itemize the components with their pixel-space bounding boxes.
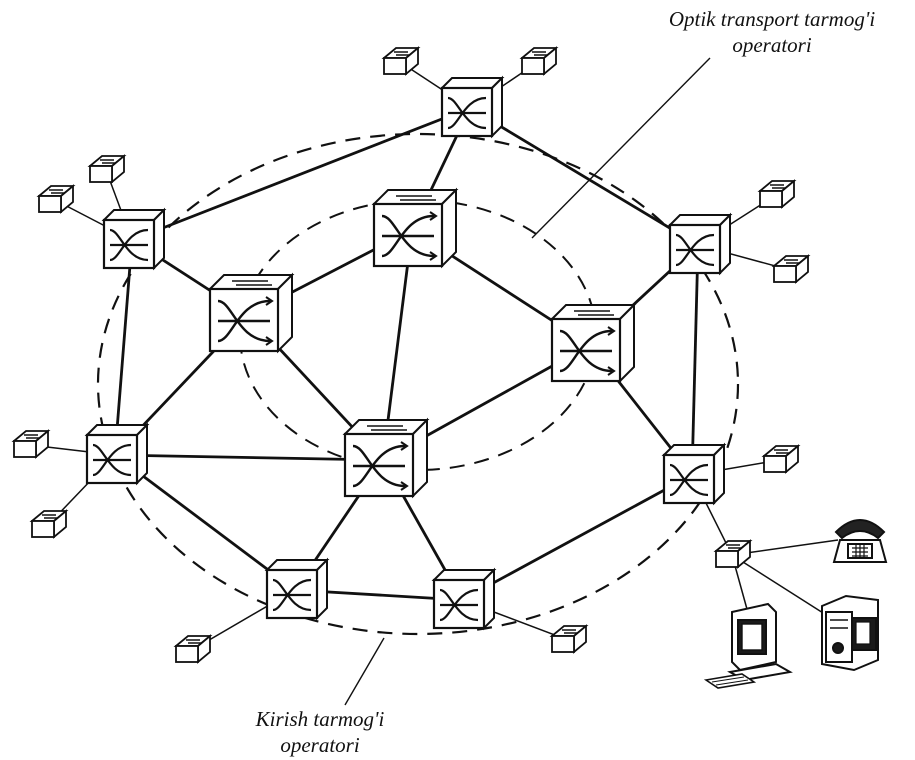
terminal-icon	[31, 510, 67, 538]
computer-icon	[703, 602, 793, 689]
access-network-operator-label: Kirish tarmog'i operatori	[200, 706, 440, 758]
optical-pointer-line	[531, 57, 711, 239]
switch-icon	[668, 213, 732, 275]
switch-icon	[208, 273, 294, 353]
access-label-line2: operatori	[280, 733, 360, 757]
switch-icon	[440, 76, 504, 138]
switch-icon	[85, 423, 149, 485]
optical-label-line1: Optik transport tarmog'i	[668, 7, 876, 31]
terminal-icon	[13, 430, 49, 458]
telephone-icon	[832, 519, 888, 563]
switch-icon	[343, 418, 429, 498]
terminal-icon	[759, 180, 795, 208]
terminal-icon	[89, 155, 125, 183]
outer-ring	[96, 132, 740, 636]
switch-icon	[432, 568, 496, 630]
terminal-icon	[38, 185, 74, 213]
switch-icon	[265, 558, 329, 620]
access-pointer-line	[344, 637, 385, 706]
switch-icon	[662, 443, 726, 505]
optical-transport-operator-label: Optik transport tarmog'i operatori	[637, 6, 907, 58]
terminal-icon	[551, 625, 587, 653]
switch-icon	[102, 208, 166, 270]
switch-icon	[550, 303, 636, 383]
access-label-line1: Kirish tarmog'i	[255, 707, 385, 731]
optical-label-line2: operatori	[732, 33, 812, 57]
switch-icon	[372, 188, 458, 268]
terminal-icon	[521, 47, 557, 75]
camera-icon	[821, 594, 879, 672]
terminal-icon	[773, 255, 809, 283]
terminal-icon	[175, 635, 211, 663]
terminal-icon	[763, 445, 799, 473]
